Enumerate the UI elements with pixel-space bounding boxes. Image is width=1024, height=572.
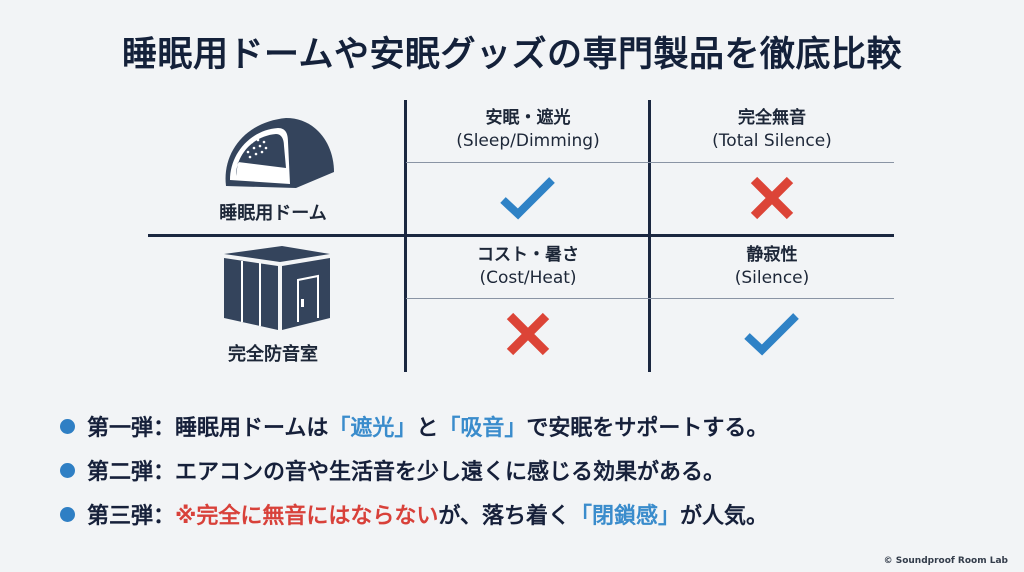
table-divider-horizontal-main — [148, 234, 894, 237]
table-divider-thin-row1 — [406, 162, 894, 163]
bullet-item-2: 第二弾： エアコンの音や生活音を少し遠くに感じる効果がある。 — [60, 448, 768, 492]
soundproof-room-icon — [220, 244, 332, 336]
cross-icon — [506, 312, 550, 360]
cross-icon — [750, 176, 794, 224]
bullet-dot-icon — [60, 462, 75, 478]
page-title: 睡眠用ドームや安眠グッズの専門製品を徹底比較 — [122, 35, 902, 75]
bullet-dot-icon — [60, 418, 75, 434]
row-label-sleep-dome: 睡眠用ドーム — [219, 203, 327, 224]
copyright-notice: © Soundproof Room Lab — [883, 556, 1008, 566]
check-icon — [744, 312, 800, 360]
table-divider-thin-row2 — [406, 298, 894, 299]
check-icon — [500, 176, 556, 224]
bullet-item-3: 第三弾： ※完全に無音にはならない が、落ち着く 「閉鎖感」 が人気。 — [60, 492, 768, 536]
cell-header-silence: 静寂性 (Silence) — [734, 245, 810, 288]
summary-bullets: 第一弾： 睡眠用ドームは 「遮光」 と 「吸音」 で安眠をサポートする。 第二弾… — [60, 404, 768, 536]
cell-header-sleep-dimming: 安眠・遮光 (Sleep/Dimming) — [456, 108, 600, 151]
cell-header-total-silence: 完全無音 (Total Silence) — [712, 108, 832, 151]
sleep-dome-icon — [216, 114, 336, 194]
cell-header-cost-heat: コスト・暑さ (Cost/Heat) — [477, 245, 579, 288]
row-label-soundproof-room: 完全防音室 — [228, 344, 318, 365]
bullet-item-1: 第一弾： 睡眠用ドームは 「遮光」 と 「吸音」 で安眠をサポートする。 — [60, 404, 768, 448]
bullet-dot-icon — [60, 506, 75, 522]
